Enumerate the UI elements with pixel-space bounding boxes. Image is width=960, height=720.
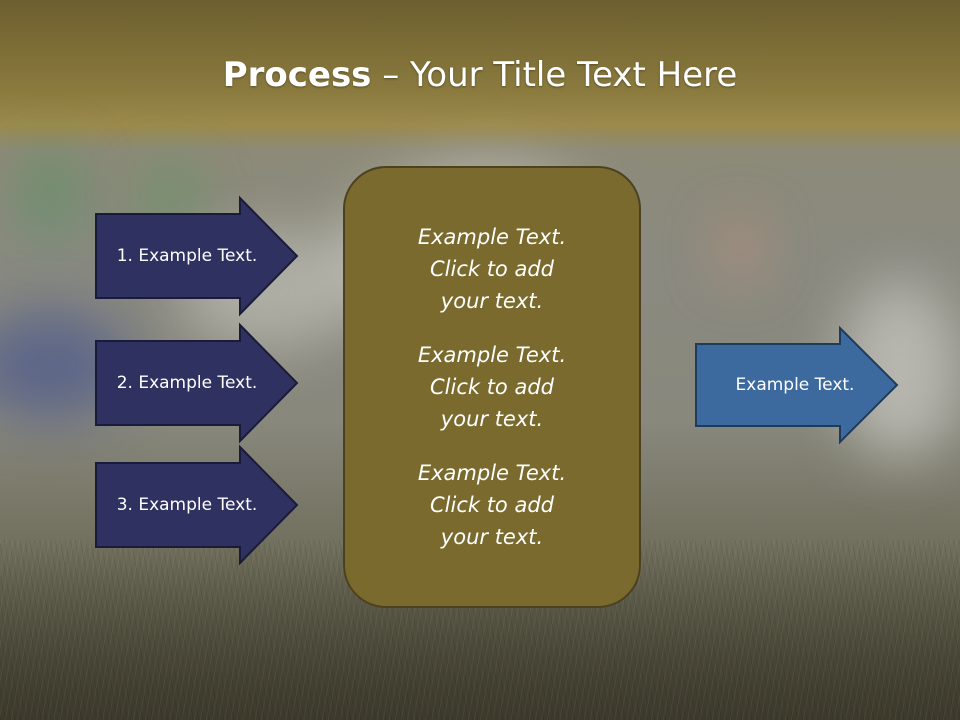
input-arrow-3-label: 3. Example Text. bbox=[116, 495, 258, 515]
center-text-1: Example Text. Click to add your text. bbox=[417, 225, 567, 313]
input-arrow-1[interactable] bbox=[95, 195, 299, 317]
slide-title[interactable]: Process – Your Title Text Here bbox=[0, 50, 960, 100]
background-blur bbox=[720, 220, 760, 280]
title-bold: Process bbox=[222, 55, 372, 95]
input-arrow-3[interactable] bbox=[95, 444, 299, 566]
center-box[interactable]: Example Text. Click to add your text. Ex… bbox=[344, 167, 640, 607]
input-arrow-2-label: 2. Example Text. bbox=[116, 373, 258, 393]
background-blur bbox=[20, 150, 80, 240]
center-box-shape[interactable] bbox=[343, 166, 641, 608]
output-arrow[interactable] bbox=[695, 325, 899, 445]
output-arrow-label: Example Text. bbox=[735, 375, 855, 395]
input-arrow-2[interactable] bbox=[95, 322, 299, 444]
center-text-3: Example Text. Click to add your text. bbox=[417, 461, 567, 549]
title-rest: – Your Title Text Here bbox=[371, 55, 738, 95]
center-text-2: Example Text. Click to add your text. bbox=[417, 343, 567, 431]
input-arrow-1-label: 1. Example Text. bbox=[116, 246, 258, 266]
